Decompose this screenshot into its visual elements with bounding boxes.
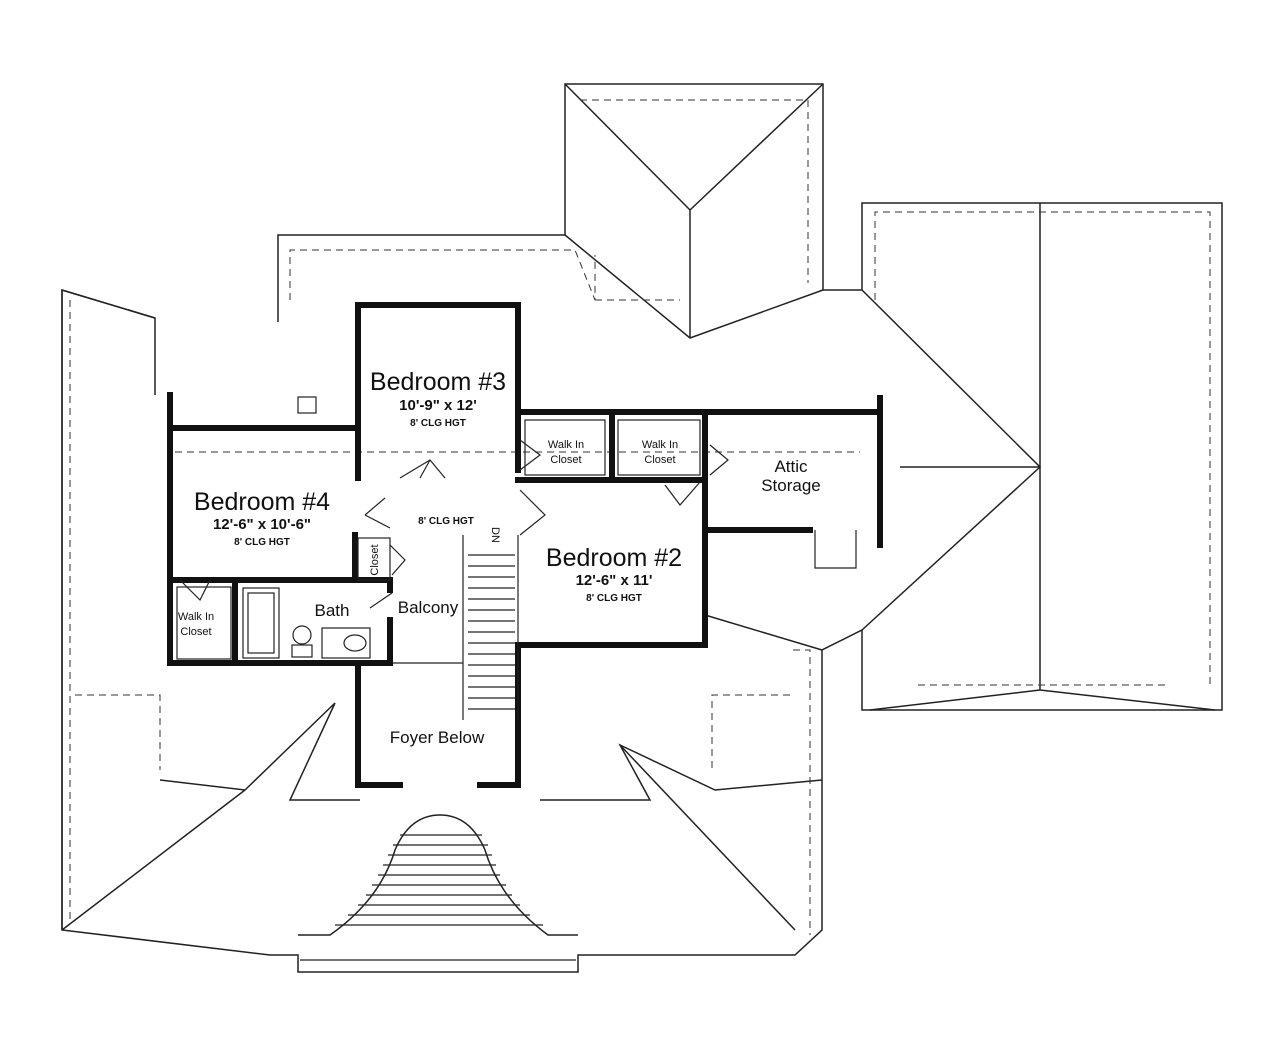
bedroom3-name: Bedroom #3 — [370, 368, 506, 396]
stair-direction-label: DN — [489, 527, 501, 543]
walkin-closet-b3-line1: Walk In — [548, 439, 584, 451]
walkin-closet-b4-line1: Walk In — [178, 611, 214, 623]
bedroom4-name: Bedroom #4 — [194, 488, 330, 516]
interior-stairs — [468, 554, 515, 710]
room-labels: Bedroom #3 10'-9" x 12' 8' CLG HGT Bedro… — [178, 368, 821, 747]
attic-line2: Storage — [761, 476, 821, 495]
walls — [167, 302, 883, 788]
walkin-closet-b2-line1: Walk In — [642, 439, 678, 451]
walkin-closet-b4-line2: Closet — [180, 626, 211, 638]
vent-marker-icon — [297, 396, 317, 414]
bedroom3-ceiling: 8' CLG HGT — [410, 418, 466, 429]
closet-label: Closet — [369, 544, 381, 575]
walkin-closet-b2-line2: Closet — [644, 454, 675, 466]
interior-lines — [176, 419, 857, 720]
bedroom2-dims: 12'-6" x 11' — [576, 572, 653, 589]
bedroom2-ceiling: 8' CLG HGT — [586, 593, 642, 604]
hall-ceiling: 8' CLG HGT — [418, 516, 474, 527]
bedroom4-dims: 12'-6" x 10'-6" — [213, 516, 311, 533]
entry-steps — [300, 834, 576, 961]
balcony-label: Balcony — [398, 598, 459, 617]
bath-label: Bath — [315, 601, 350, 620]
bedroom3-dims: 10'-9" x 12' — [399, 397, 477, 414]
bedroom4-ceiling: 8' CLG HGT — [234, 537, 290, 548]
foyer-below-label: Foyer Below — [390, 728, 485, 747]
bedroom2-name: Bedroom #2 — [546, 544, 682, 572]
roof-outline — [61, 83, 1223, 973]
attic-line1: Attic — [774, 457, 808, 476]
walkin-closet-b3-line2: Closet — [550, 454, 581, 466]
